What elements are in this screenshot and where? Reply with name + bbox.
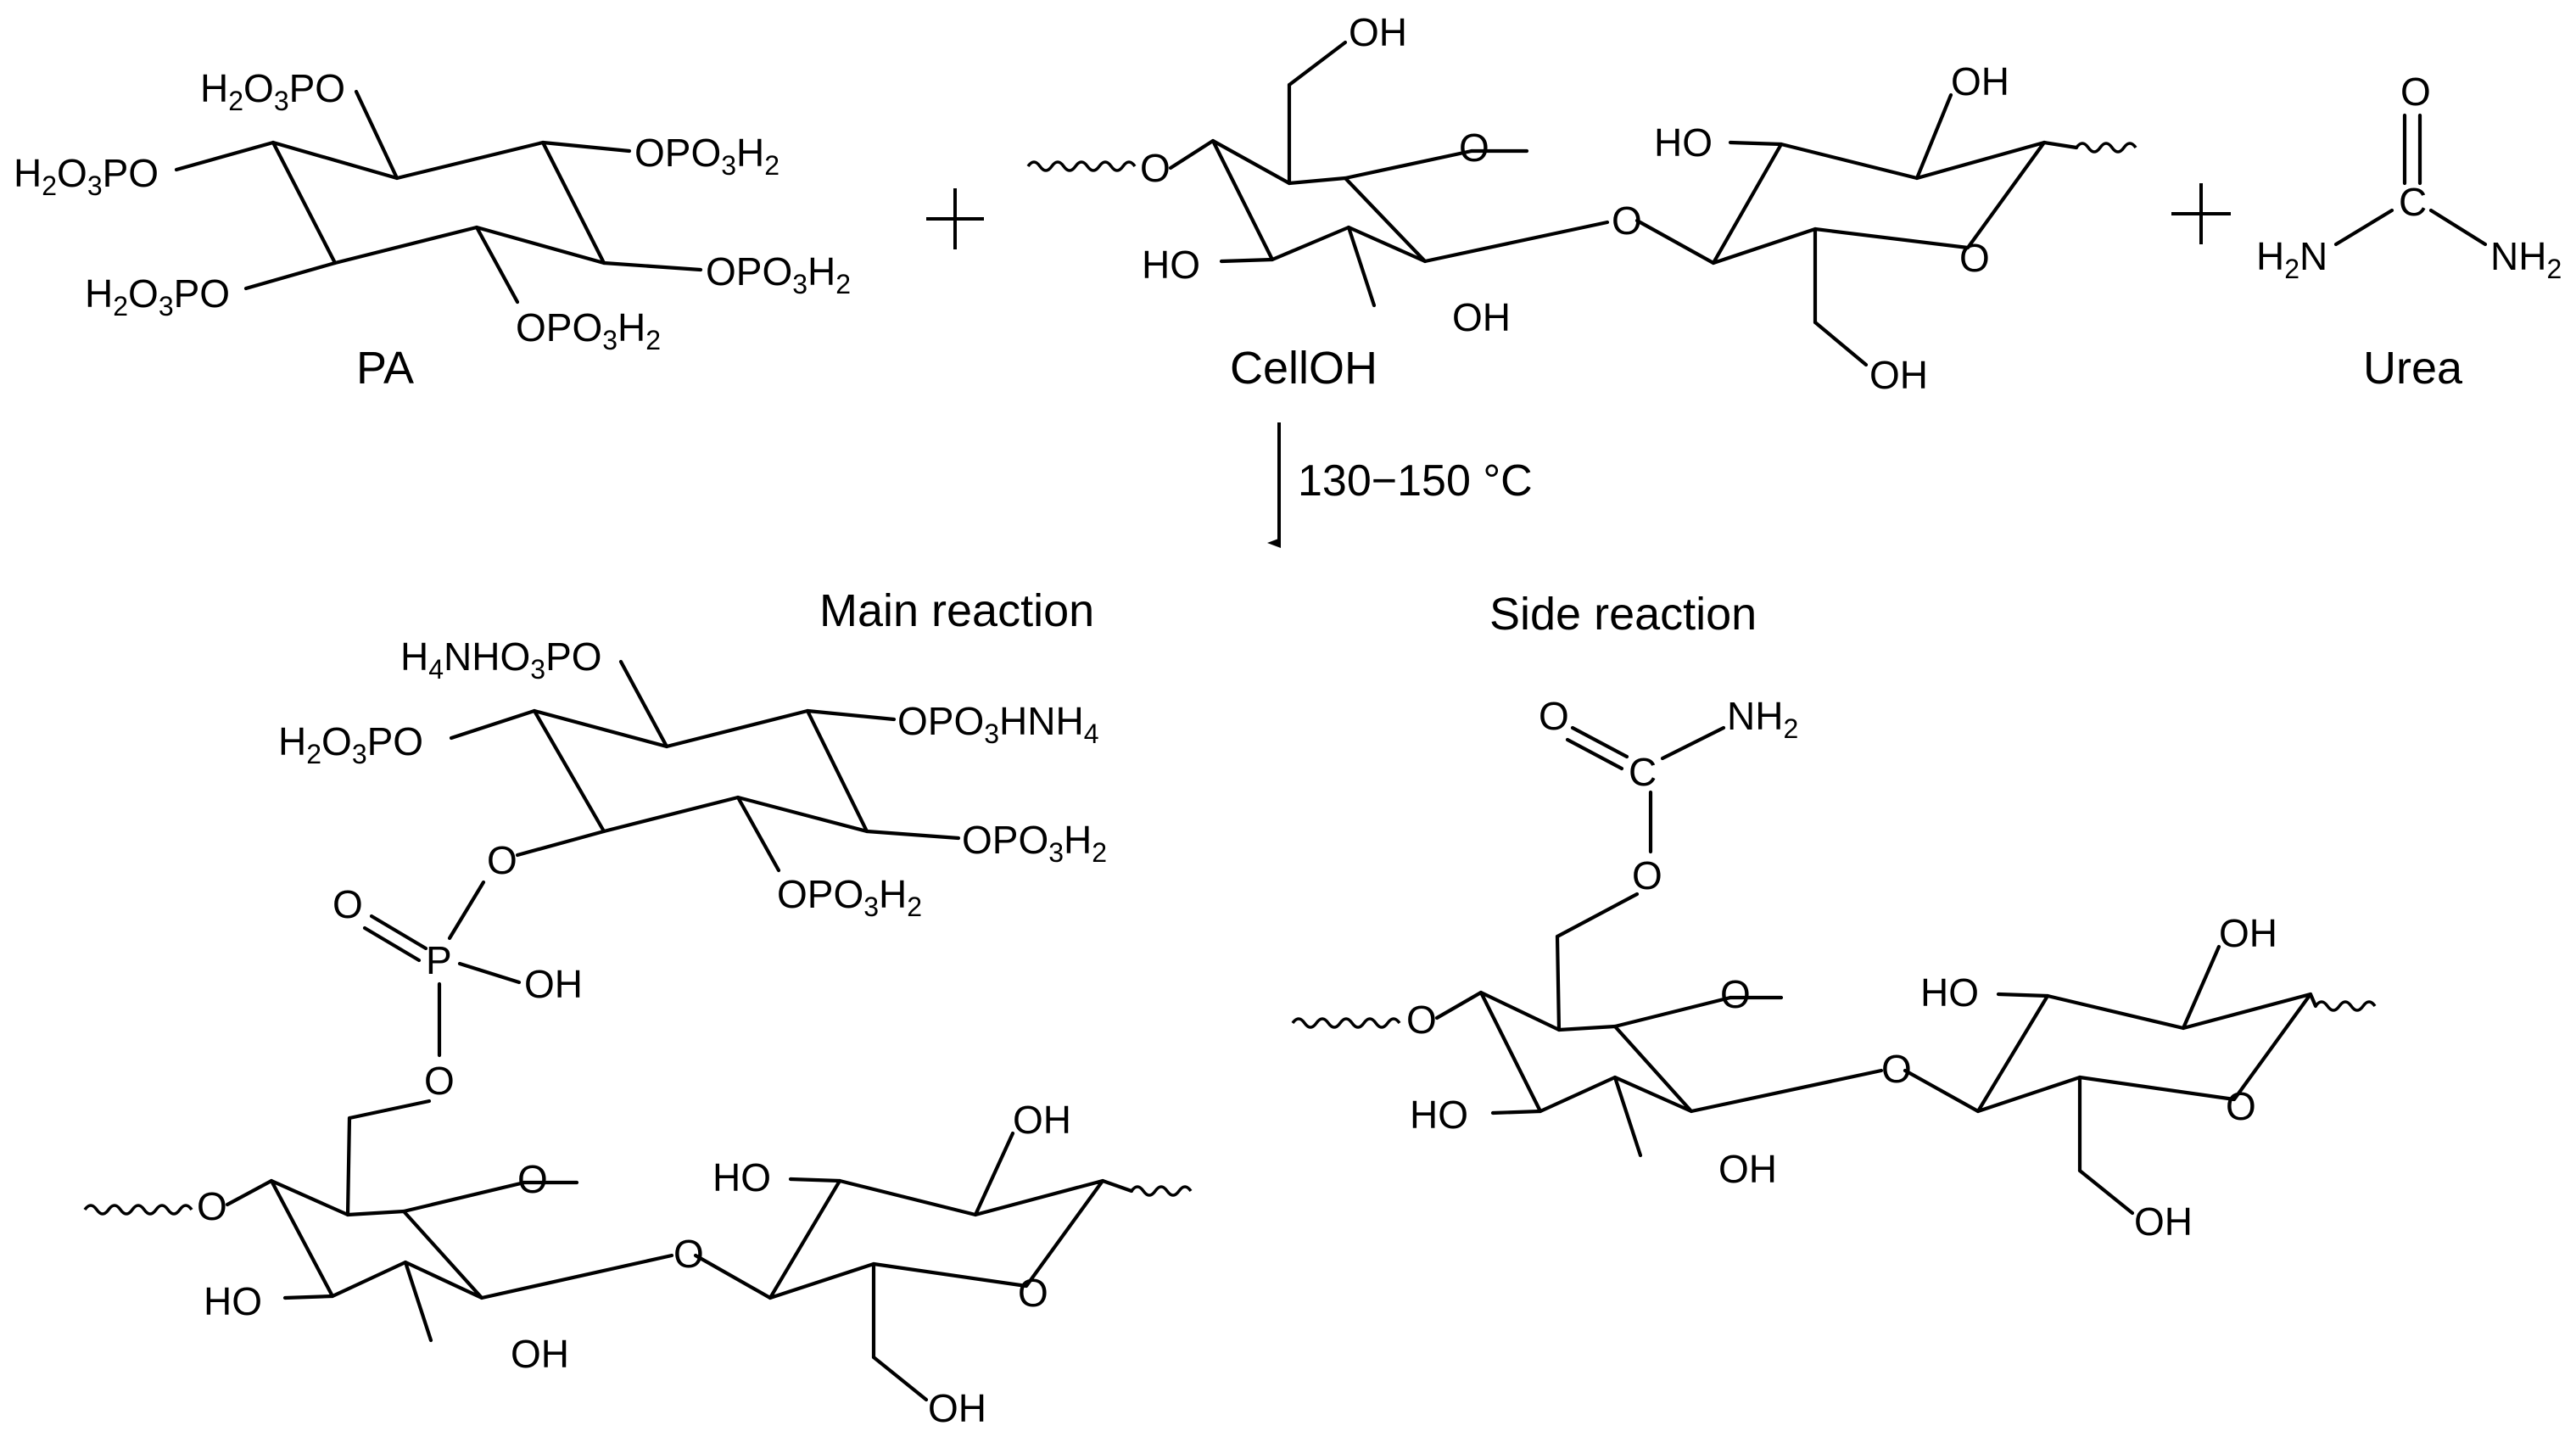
phytic-acid-structure: H2O3PO H2O3PO H2O3PO OPO3H2 OPO3H2 OPO3H… xyxy=(14,66,851,394)
urea-amine-right: NH2 xyxy=(2490,234,2562,284)
side-product-structure: O C NH2 O O O HO OH O HO OH O OH xyxy=(1291,694,2377,1244)
main-cell-oxygen-left: O xyxy=(197,1184,227,1228)
main-cell-ring-oxygen-2: O xyxy=(1018,1271,1048,1315)
cell-ring-oxygen-1: O xyxy=(1459,126,1489,170)
pa-phosphate-left-upper: H2O3PO xyxy=(14,151,159,201)
plus-sign-2 xyxy=(2171,183,2231,244)
cell-ring-oxygen-2: O xyxy=(1959,236,1990,280)
main-cell-ring-oxygen-1: O xyxy=(517,1157,548,1201)
cell-oh-ring2-top: OH xyxy=(1951,59,2009,103)
cell-ho-ring2: HO xyxy=(1654,120,1713,165)
side-cell-ring-oxygen-1: O xyxy=(1720,972,1751,1016)
main-phosphate-left: H2O3PO xyxy=(278,719,423,769)
cell-ho-left: HO xyxy=(1142,243,1200,287)
main-phosphorus: P xyxy=(426,938,452,982)
cell-oh-bottom-2: OH xyxy=(1869,353,1928,397)
main-linker-oxygen-upper: O xyxy=(487,838,517,882)
side-cell-oh-bottom-2: OH xyxy=(2134,1199,2193,1244)
urea-structure: O C H2N NH2 Urea xyxy=(2256,70,2562,394)
urea-oxygen: O xyxy=(2400,70,2431,114)
main-phosphate-right: OPO3H2 xyxy=(962,818,1107,868)
side-cell-bridge-oxygen: O xyxy=(1881,1047,1912,1091)
side-amine: NH2 xyxy=(1727,694,1798,744)
side-cell-oh-ring2-top: OH xyxy=(2219,911,2277,955)
main-phosphoryl-oxygen: O xyxy=(332,882,363,926)
side-cell-ho-ring2: HO xyxy=(1920,970,1979,1015)
side-cell-ho-left: HO xyxy=(1410,1093,1468,1137)
main-cell-oh-ring2-top: OH xyxy=(1013,1098,1071,1142)
main-product-structure: H4NHO3PO H2O3PO OPO3HNH4 OPO3H2 OPO3H2 O… xyxy=(83,635,1193,1430)
cell-bridge-oxygen: O xyxy=(1612,198,1642,243)
plus-sign-1 xyxy=(926,188,984,249)
side-cell-ring-oxygen-2: O xyxy=(2226,1084,2256,1128)
pa-phosphate-right-upper: OPO3H2 xyxy=(634,131,780,181)
main-cell-bridge-oxygen: O xyxy=(673,1232,704,1276)
main-ammonium-phosphate-top: H4NHO3PO xyxy=(400,635,602,685)
main-cell-ho-left: HO xyxy=(204,1279,262,1323)
side-carbamate-oxygen: O xyxy=(1632,853,1662,897)
main-phosphate-bottom: OPO3H2 xyxy=(777,872,922,922)
pa-label: PA xyxy=(356,343,414,394)
reaction-temperature: 130−150 °C xyxy=(1298,456,1533,506)
pa-phosphate-top: H2O3PO xyxy=(200,66,345,116)
side-carbonyl-carbon: C xyxy=(1629,750,1657,794)
side-cell-oh-bottom-1: OH xyxy=(1718,1147,1777,1191)
side-reaction-label: Side reaction xyxy=(1489,589,1757,640)
main-reaction-label: Main reaction xyxy=(819,585,1094,636)
side-carbonyl-oxygen: O xyxy=(1539,694,1569,738)
cell-oh-top: OH xyxy=(1349,10,1407,54)
pa-phosphate-right-lower: OPO3H2 xyxy=(706,249,851,299)
main-cell-oh-bottom-2: OH xyxy=(928,1386,986,1430)
main-cell-oh-bottom-1: OH xyxy=(511,1332,569,1376)
main-linker-oxygen-lower: O xyxy=(424,1059,455,1103)
side-cell-oxygen-left: O xyxy=(1406,998,1437,1042)
urea-carbon: C xyxy=(2399,180,2427,224)
cell-oxygen-left: O xyxy=(1140,146,1171,190)
reaction-arrow: 130−150 °C xyxy=(1267,422,1533,548)
cell-label: CellOH xyxy=(1230,343,1377,394)
main-phosphate-oh: OH xyxy=(524,962,583,1006)
urea-amine-left: H2N xyxy=(2256,234,2327,284)
cellulose-structure: OH O O HO OH O HO OH O OH CellOH xyxy=(1026,10,2137,397)
main-cell-ho-ring2: HO xyxy=(712,1155,771,1199)
main-ammonium-phosphate-right: OPO3HNH4 xyxy=(897,699,1099,749)
pa-phosphate-bottom: OPO3H2 xyxy=(516,305,661,355)
urea-label: Urea xyxy=(2363,343,2463,394)
pa-phosphate-left-lower: H2O3PO xyxy=(85,271,230,322)
cell-oh-bottom-1: OH xyxy=(1452,295,1511,339)
